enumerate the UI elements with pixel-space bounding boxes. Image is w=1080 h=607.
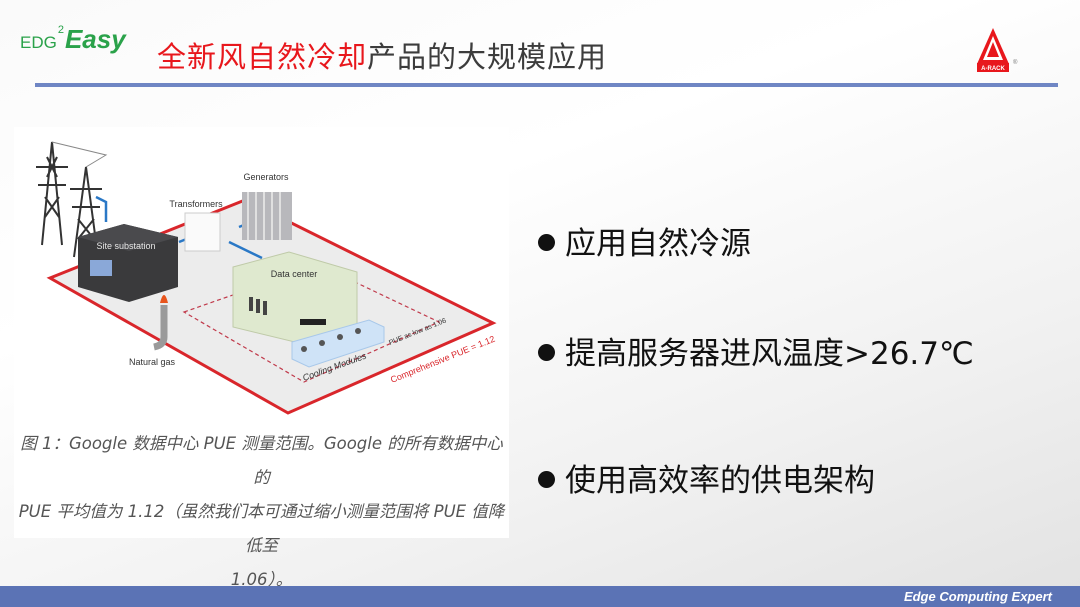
bullet-dot-icon (538, 344, 555, 361)
bullet-item: 提高服务器进风温度>26.7℃ (538, 328, 974, 373)
figure-caption: 图 1：Google 数据中心 PUE 测量范围。Google 的所有数据中心的… (14, 427, 509, 597)
logo-superscript: 2 (57, 24, 64, 36)
logo-prefix: EDG (20, 33, 57, 52)
svg-text:®: ® (1013, 59, 1018, 66)
pue-inner-boundary (182, 264, 441, 383)
a-rack-logo-text: A-RACK (981, 66, 1005, 72)
pue-diagram: Site substation Transformers Generators … (36, 141, 497, 415)
bullet-text: 应用自然冷源 (565, 226, 751, 262)
generator-icon (242, 192, 292, 240)
bullet-text: 提高服务器进风温度>26.7℃ (565, 336, 974, 372)
label-generators: Generators (243, 172, 289, 182)
footer-bar: Edge Computing Expert (0, 586, 1080, 607)
bullet-dot-icon (538, 234, 555, 251)
title-rest: 产品的大规模应用 (367, 40, 608, 74)
pue-diagram-figure: Site substation Transformers Generators … (14, 127, 509, 589)
natural-gas-pipe-icon (153, 295, 168, 351)
transformer-icon (184, 212, 221, 252)
label-transformers: Transformers (169, 199, 223, 209)
cooling-modules-icon (291, 319, 385, 368)
label-site-substation: Site substation (96, 241, 155, 251)
bullet-item: 使用高效率的供电架构 (538, 455, 875, 500)
label-data-center: Data center (271, 269, 318, 279)
bullet-item: 应用自然冷源 (538, 218, 751, 263)
header-divider (35, 83, 1058, 87)
title-highlight: 全新风自然冷却 (157, 40, 368, 74)
a-rack-logo: A-RACK ® (975, 28, 1025, 74)
caption-line: 1.06）。 (230, 570, 293, 589)
bullet-text: 使用高效率的供电架构 (565, 463, 875, 499)
bullet-dot-icon (538, 471, 555, 488)
edge-easy-logo: EDG2Easy (20, 24, 126, 55)
logo-main: Easy (64, 24, 126, 54)
power-tower-icon (36, 141, 108, 258)
site-substation-icon (78, 224, 178, 302)
caption-line: 图 1：Google 数据中心 PUE 测量范围。Google 的所有数据中心的 (20, 434, 503, 487)
slide-title: 全新风自然冷却产品的大规模应用 (157, 34, 607, 76)
label-natural-gas: Natural gas (129, 357, 176, 367)
footer-tagline: Edge Computing Expert (903, 589, 1052, 604)
caption-line: PUE 平均值为 1.12（虽然我们本可通过缩小测量范围将 PUE 值降低至 (18, 502, 505, 555)
